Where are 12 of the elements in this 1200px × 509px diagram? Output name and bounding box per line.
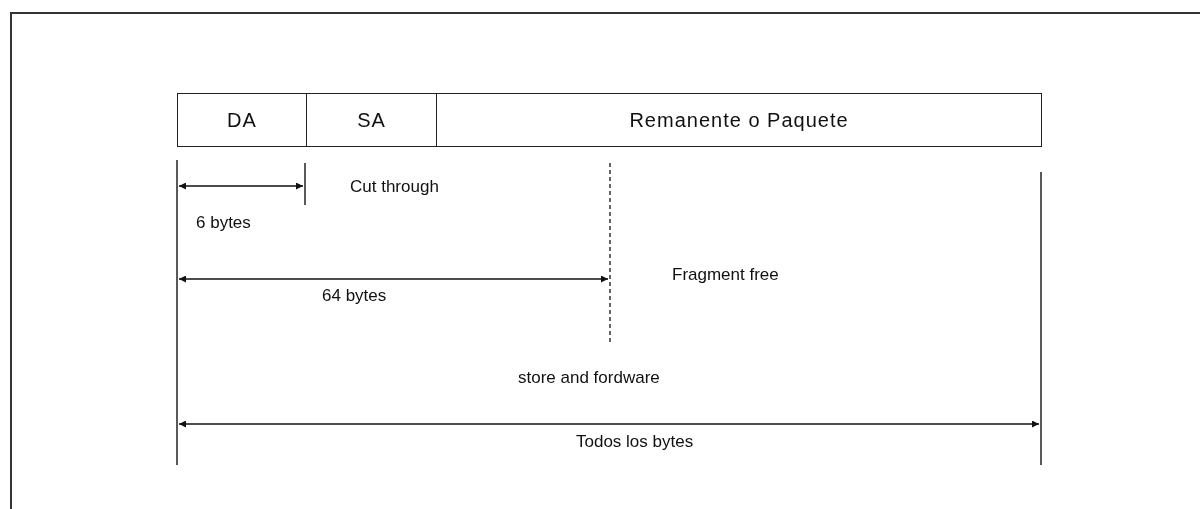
field-label: Remanente o Paquete: [629, 108, 849, 132]
field-label: DA: [227, 108, 257, 132]
payload-field: [436, 93, 1042, 147]
dimension-label: 64 bytes: [322, 286, 387, 306]
header-field: [306, 93, 437, 147]
mode-label: Cut through: [350, 177, 439, 197]
dimension-label: Todos los bytes: [576, 432, 694, 452]
mode-label: store and fordware: [518, 368, 660, 388]
field-label: SA: [357, 108, 386, 132]
mode-label: Fragment free: [672, 265, 779, 285]
header-field: [177, 93, 307, 147]
dimension-label: 6 bytes: [196, 213, 251, 233]
